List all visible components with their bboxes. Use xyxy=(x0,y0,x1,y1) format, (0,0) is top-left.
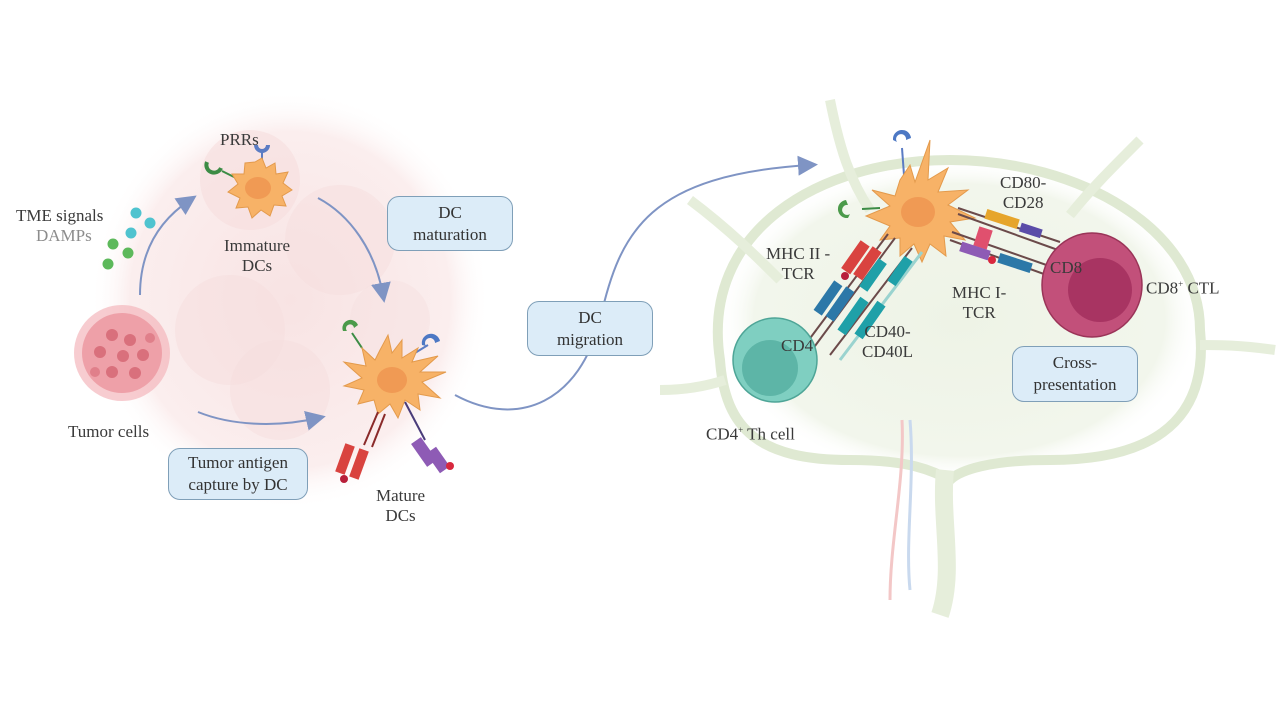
mature-dcs-label: Mature DCs xyxy=(376,486,425,526)
immature-dcs-label: Immature DCs xyxy=(224,236,290,276)
cd8-ctl-suffix: CTL xyxy=(1183,278,1220,298)
mhc-ii-tcr-complex xyxy=(804,233,896,351)
mature-dcs-line2: DCs xyxy=(385,506,416,525)
dc-migration-line1: DC xyxy=(578,307,602,327)
cd8-ctl-cell xyxy=(1041,232,1143,338)
mature-dcs-line1: Mature xyxy=(376,486,426,505)
cd40-cd40l-line2: CD40L xyxy=(862,342,913,361)
tumor-microenvironment-background xyxy=(90,90,490,510)
prrs-label: PRRs xyxy=(220,130,259,149)
cd4-th-prefix: CD4 xyxy=(706,424,739,444)
cross-presentation-line1: Cross- xyxy=(1052,353,1098,372)
immature-dcs-line1: Immature xyxy=(224,236,291,255)
cd4-th-suffix: Th cell xyxy=(743,424,795,444)
cd4-th-cell xyxy=(732,317,818,403)
dc-maturation-line2: maturation xyxy=(413,224,487,244)
arrow-to-mature-dc xyxy=(317,197,391,303)
mhc-ii-tcr-line1: MHC II - xyxy=(766,244,831,263)
cd40-cd40l-label: CD40- CD40L xyxy=(862,322,913,362)
mhc-i-tcr-label: MHC I- TCR xyxy=(952,283,1006,323)
dc-maturation-line1: DC xyxy=(438,202,462,222)
mhc-i-molecule xyxy=(404,401,454,474)
cd80-cd28-line2: CD28 xyxy=(1002,193,1044,212)
cd40-cd40l-complex xyxy=(829,247,924,361)
mhc-ii-tcr-line2: TCR xyxy=(781,264,815,283)
cd8-ctl-prefix: CD8 xyxy=(1146,278,1179,298)
immature-dc-cell xyxy=(204,144,293,219)
cd80-cd28-line1: CD80- xyxy=(1000,173,1047,192)
antigen-capture-line1: Tumor antigen xyxy=(188,453,288,472)
lymph-node-dc-cell xyxy=(837,129,977,264)
cross-presentation-box: Cross- presentation xyxy=(1012,346,1138,402)
dc-maturation-box: DC maturation xyxy=(387,196,513,251)
cd8-ctl-label: CD8+ CTL xyxy=(1146,274,1220,299)
damps-molecules xyxy=(102,207,156,270)
cd8-label: CD8 xyxy=(1050,258,1083,277)
tme-signals-label: TME signals xyxy=(16,206,104,225)
immature-dcs-line2: DCs xyxy=(241,256,273,275)
antigen-capture-line2: capture by DC xyxy=(188,475,288,494)
cross-presentation-line2: presentation xyxy=(1033,375,1117,394)
mhc-i-tcr-line2: TCR xyxy=(962,303,996,322)
dc-migration-line2: migration xyxy=(556,329,624,349)
mhc-ii-tcr-label: MHC II - TCR xyxy=(766,244,830,284)
cd40-cd40l-line1: CD40- xyxy=(864,322,911,341)
damps-label: DAMPs xyxy=(36,226,92,245)
cd4-th-sup: + xyxy=(738,425,744,435)
tumor-antigen-capture-box: Tumor antigen capture by DC xyxy=(168,448,308,500)
mhc-ii-molecule xyxy=(335,411,386,483)
tumor-cells-cluster xyxy=(74,305,170,401)
mhc-i-tcr-complex xyxy=(949,226,1056,279)
arrow-capture xyxy=(197,410,326,431)
mhc-i-tcr-line1: MHC I- xyxy=(952,283,1007,302)
mature-dc-cell xyxy=(335,319,454,483)
arrow-to-immature-dc xyxy=(139,195,197,296)
cd4-label: CD4 xyxy=(781,336,814,355)
cd80-cd28-complex xyxy=(957,207,1061,251)
cd80-cd28-label: CD80- CD28 xyxy=(1000,173,1046,213)
dc-migration-box: DC migration xyxy=(527,301,653,356)
tumor-cells-label: Tumor cells xyxy=(68,422,150,441)
cd8-ctl-sup: + xyxy=(1178,279,1184,289)
cd4-th-cell-label: CD4+ Th cell xyxy=(706,420,795,445)
